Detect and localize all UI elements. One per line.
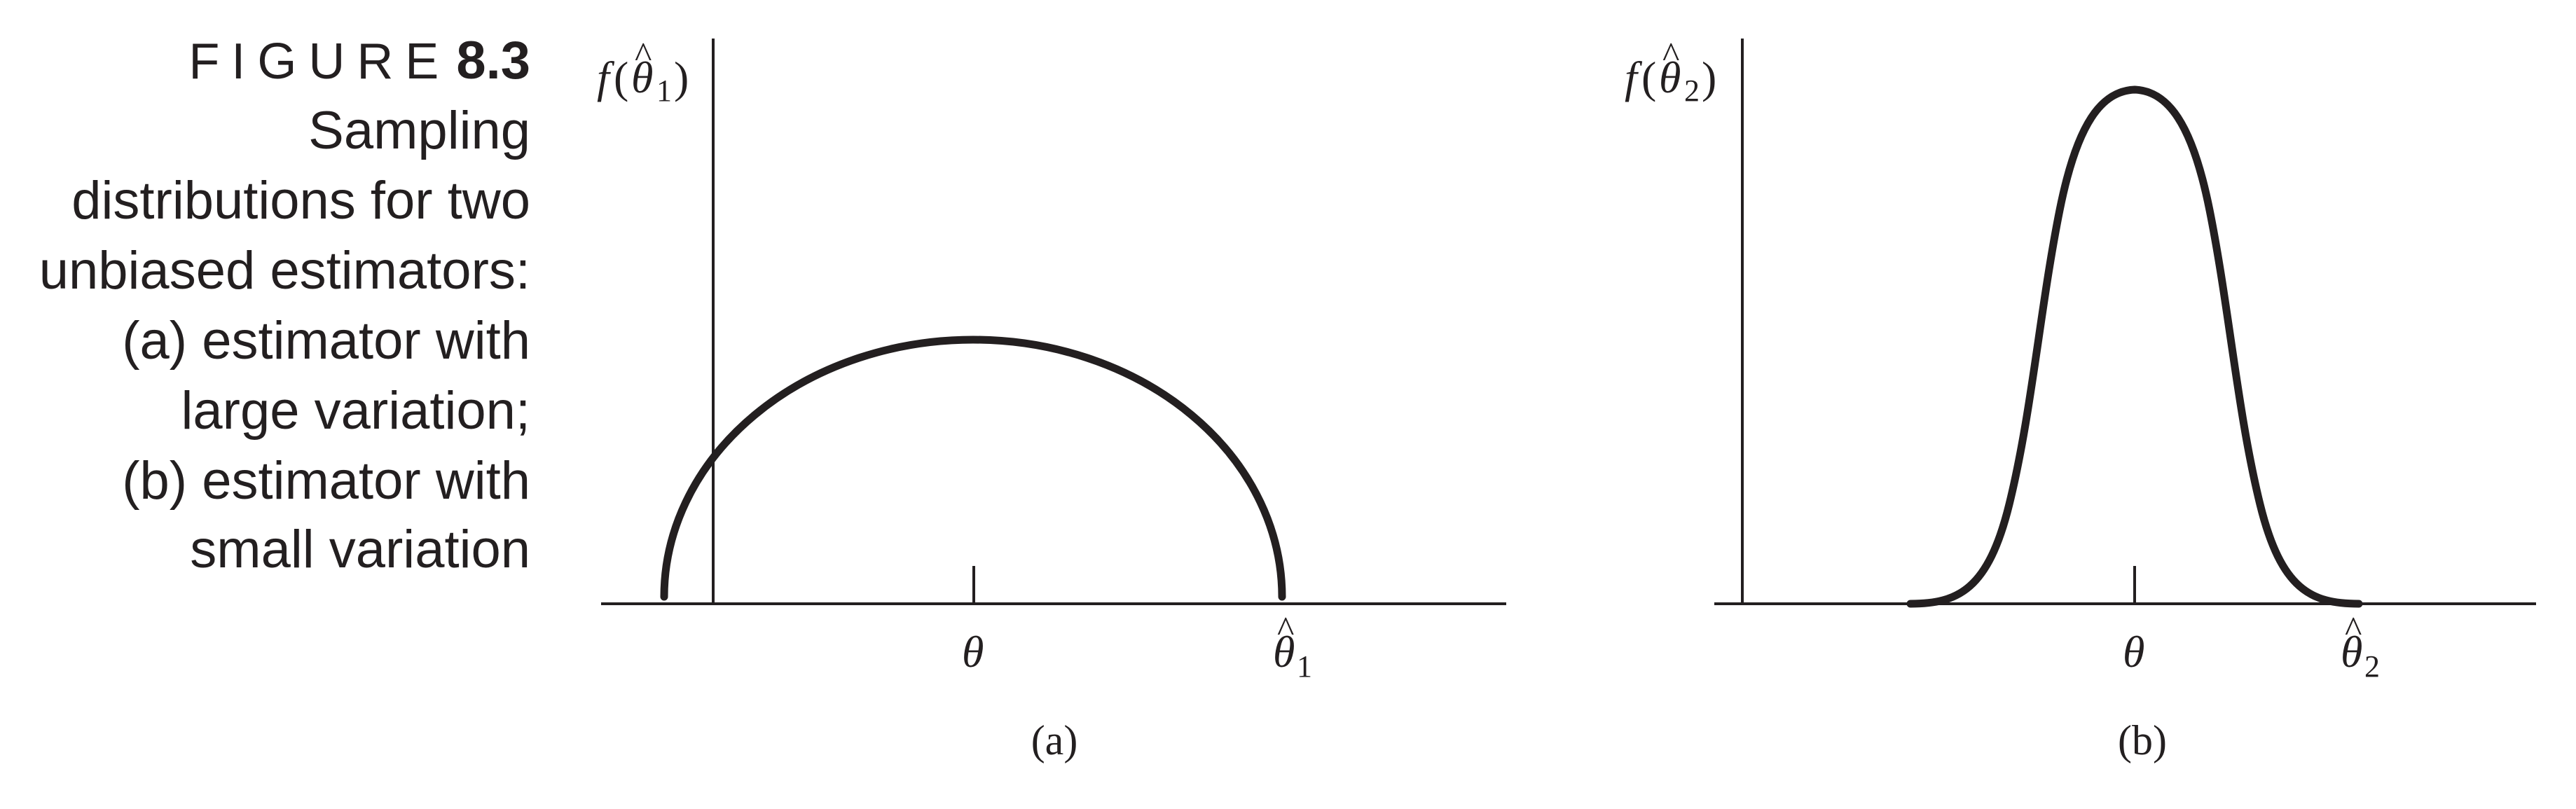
y-label-symbol: θ — [1659, 53, 1681, 102]
tick-label-theta: θ — [2123, 627, 2144, 677]
tick-subscript: 2 — [2364, 649, 2380, 684]
tick-label-theta: θ — [962, 627, 984, 677]
y-label-func: f — [1625, 53, 1643, 102]
caption-line: distributions for two — [71, 171, 530, 230]
tick-label-theta-hat-1: θ ^ 1 — [1273, 610, 1312, 684]
caption-line: small variation — [190, 520, 530, 579]
wide-distribution-curve — [660, 336, 1286, 601]
figure-prefix: FIGURE — [188, 34, 450, 90]
caption-line: (b) estimator with — [122, 451, 530, 511]
caption-line: unbiased estimators: — [39, 241, 530, 300]
narrow-distribution-curve — [1906, 85, 2363, 608]
panel-label-b: (b) — [2118, 717, 2167, 763]
tick-symbol: θ — [1273, 627, 1295, 677]
tick-hat: ^ — [1277, 610, 1294, 650]
y-label-close: ) — [1702, 53, 1716, 102]
y-label-hat: ^ — [635, 36, 652, 76]
panel-b: f ( θ ^ 2 ) θ θ ^ 2 (b) — [1625, 36, 2536, 763]
figure-number: 8.3 — [456, 31, 530, 90]
tick-subscript: 1 — [1297, 649, 1312, 684]
panel-label-a: (a) — [1031, 717, 1078, 763]
y-label-open: ( — [614, 53, 628, 102]
caption-line: Sampling — [308, 101, 530, 160]
caption-line: large variation; — [181, 381, 531, 441]
y-label-open: ( — [1641, 53, 1656, 102]
y-label-symbol: θ — [631, 53, 653, 102]
tick-symbol: θ — [2341, 627, 2362, 677]
panel-a: f ( θ ^ 1 ) θ θ ^ 1 (a) — [597, 36, 1506, 763]
y-axis-label: f ( θ ^ 1 ) — [597, 36, 689, 108]
y-label-func: f — [597, 53, 615, 102]
tick-hat: ^ — [2345, 610, 2362, 650]
y-axis-label: f ( θ ^ 2 ) — [1625, 36, 1716, 108]
y-label-subscript: 1 — [656, 74, 672, 108]
y-label-hat: ^ — [1662, 36, 1679, 76]
tick-label-theta-hat-2: θ ^ 2 — [2341, 610, 2380, 684]
y-label-subscript: 2 — [1684, 74, 1700, 108]
y-label-close: ) — [674, 53, 689, 102]
caption-line: (a) estimator with — [122, 311, 530, 371]
